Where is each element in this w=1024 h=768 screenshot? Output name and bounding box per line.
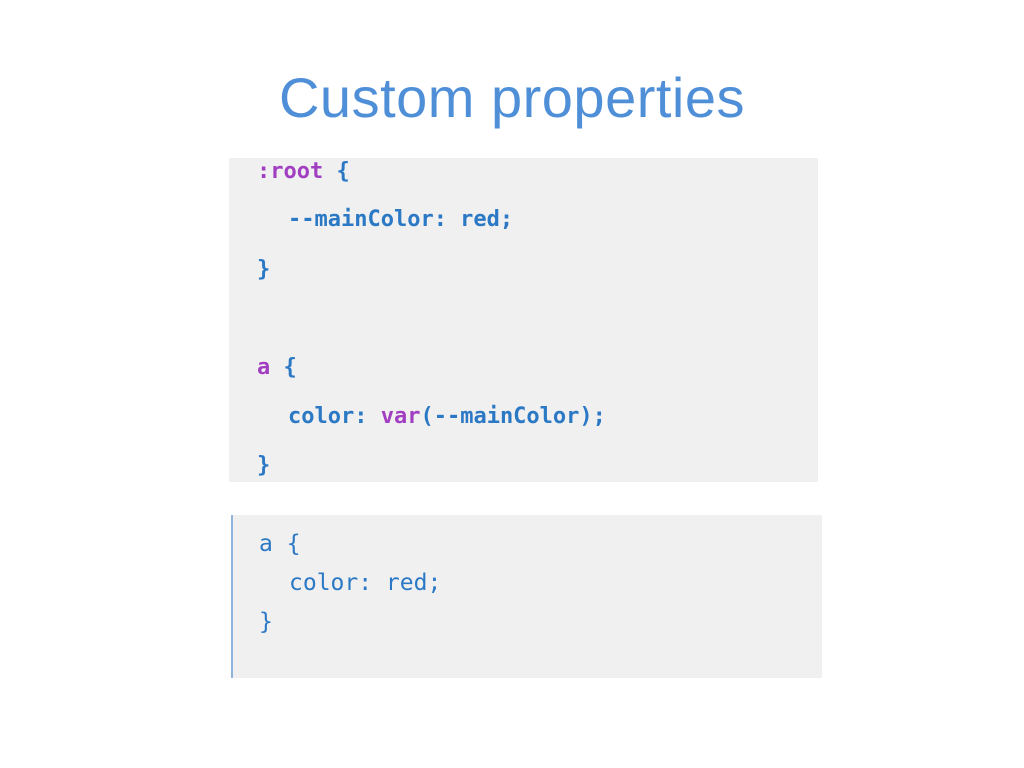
color-property: color: xyxy=(288,404,381,429)
code-line-custom-property: --mainColor: red; xyxy=(288,207,514,232)
a-selector: a xyxy=(257,355,271,380)
code-line-close-brace: } xyxy=(259,609,273,635)
code-line-close-brace: } xyxy=(257,257,271,282)
open-brace: { xyxy=(270,355,297,380)
code-line-color-red: color: red; xyxy=(289,570,442,596)
code-block-compiled-output: a { color: red; } xyxy=(231,515,822,678)
root-selector: :root xyxy=(257,159,324,184)
var-arguments: (--mainColor); xyxy=(420,404,606,429)
code-line-color-var: color: var(--mainColor); xyxy=(288,403,606,431)
code-block-root-variable: :root { --mainColor: red; } a { color: v… xyxy=(229,158,818,482)
var-function: var xyxy=(380,404,421,429)
code-line-root-selector: :root { xyxy=(257,158,350,186)
slide-title: Custom properties xyxy=(278,66,745,129)
code-line-a-open: a { xyxy=(259,531,301,557)
code-line-a-selector: a { xyxy=(257,354,297,382)
code-line-close-brace: } xyxy=(257,453,271,478)
open-brace: { xyxy=(323,159,350,184)
